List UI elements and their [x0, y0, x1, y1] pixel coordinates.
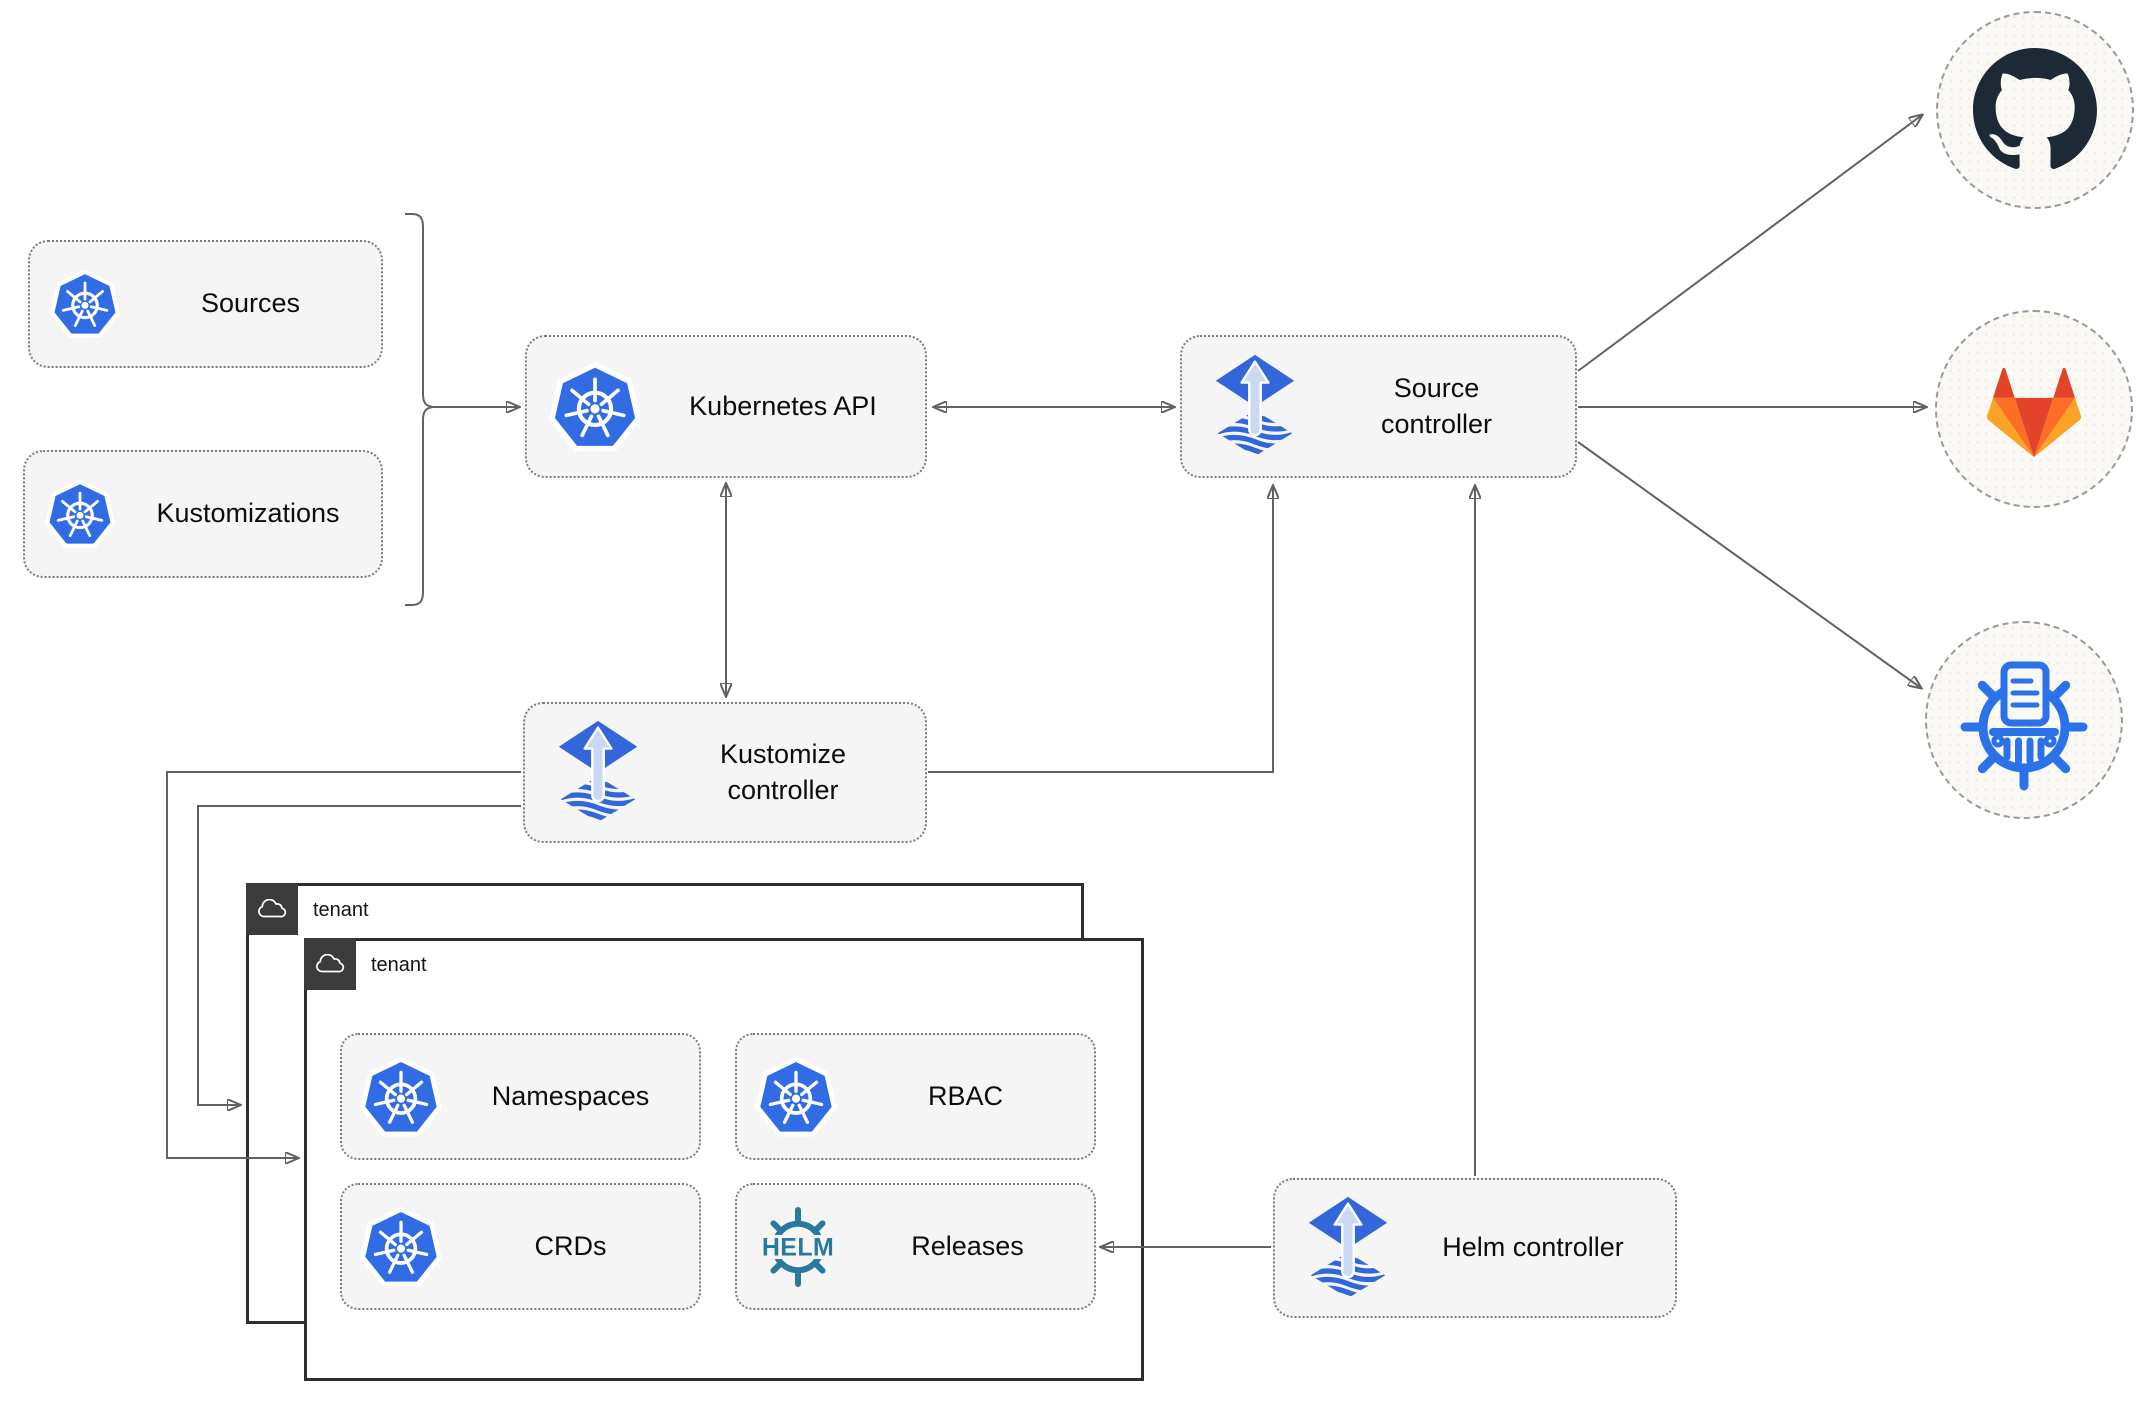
github-endpoint — [1936, 11, 2134, 209]
source-controller-node: Source controller — [1180, 335, 1577, 478]
edge-source-to-github — [1577, 115, 1922, 372]
rbac-node: RBAC — [735, 1033, 1096, 1160]
source-controller-label: Source controller — [1380, 372, 1493, 439]
kustomizations-node: Kustomizations — [23, 450, 383, 578]
kubernetes-icon — [549, 361, 641, 453]
gitlab-icon — [1986, 367, 2082, 458]
kubernetes-api-node: Kubernetes API — [525, 335, 927, 478]
github-icon — [1973, 48, 2097, 169]
registry-endpoint — [1925, 621, 2123, 819]
helm-controller-node: Helm controller — [1273, 1178, 1677, 1318]
sources-label: Sources — [200, 288, 301, 319]
namespaces-label: Namespaces — [491, 1080, 650, 1111]
gitlab-endpoint — [1935, 310, 2133, 508]
kustomizations-label: Kustomizations — [156, 498, 340, 529]
helm-icon: HELM — [755, 1204, 841, 1290]
tenant-front-label: tenant — [371, 954, 427, 976]
flux-icon — [1305, 1195, 1391, 1302]
edge-kustomize-to-source — [928, 486, 1273, 773]
kubernetes-icon — [50, 269, 120, 339]
edge-source-to-registry — [1577, 441, 1921, 688]
helm-logo-text: HELM — [762, 1233, 834, 1261]
crds-node: CRDs — [340, 1183, 701, 1310]
flux-icon — [1212, 353, 1298, 460]
tenant-back-tab — [246, 883, 298, 935]
kubernetes-api-label: Kubernetes API — [689, 390, 877, 421]
sources-node: Sources — [28, 240, 383, 368]
cloud-icon — [316, 953, 345, 972]
sources-group-brace — [405, 213, 434, 606]
helm-controller-label: Helm controller — [1442, 1232, 1624, 1263]
tenant-front-tab — [304, 938, 356, 990]
tenant-back-label: tenant — [313, 899, 369, 921]
rbac-label: RBAC — [927, 1080, 1003, 1111]
tenant-box-front: tenant Namespaces RBAC CRDs — [304, 938, 1144, 1381]
kubernetes-icon — [45, 479, 115, 549]
releases-node: HELM Releases — [735, 1183, 1096, 1310]
cloud-icon — [258, 898, 287, 917]
kubernetes-icon — [360, 1056, 442, 1138]
namespaces-node: Namespaces — [340, 1033, 701, 1160]
flux-icon — [555, 719, 641, 826]
releases-label: Releases — [911, 1230, 1024, 1261]
registry-icon — [1960, 661, 2088, 791]
kustomize-controller-label: Kustomize controller — [719, 738, 847, 805]
kubernetes-icon — [755, 1056, 837, 1138]
kubernetes-icon — [360, 1206, 442, 1288]
kustomize-controller-node: Kustomize controller — [523, 702, 927, 843]
crds-label: CRDs — [534, 1230, 607, 1261]
